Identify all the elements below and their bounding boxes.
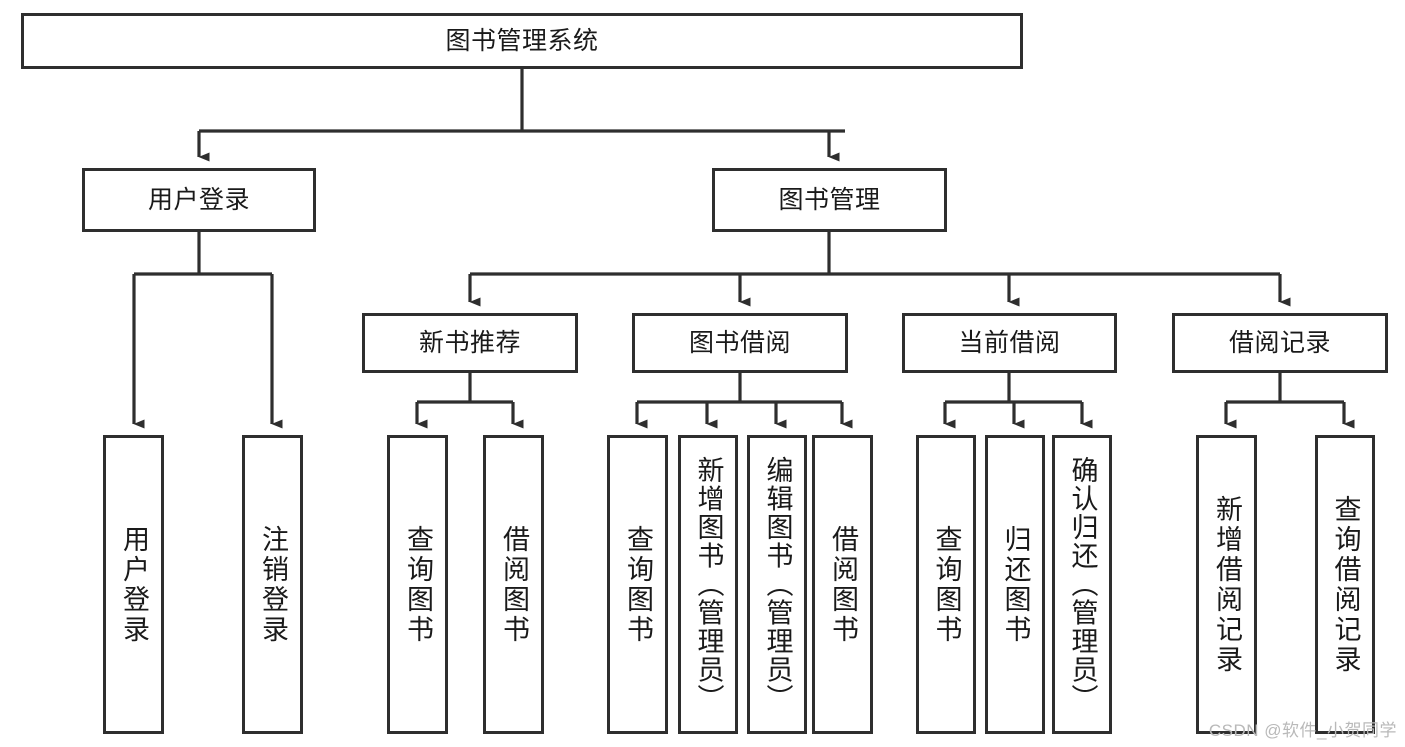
node-label: 查询借阅记录 bbox=[1330, 494, 1361, 675]
node-new-book-recommend[interactable]: 新书推荐 bbox=[362, 313, 578, 373]
node-label: 新书推荐 bbox=[418, 329, 521, 357]
node-label: 当前借阅 bbox=[958, 329, 1061, 357]
leaf-edit-book-admin[interactable]: 编辑图书（管理员） bbox=[747, 435, 807, 734]
leaf-add-borrow-record[interactable]: 新增借阅记录 bbox=[1196, 435, 1257, 734]
leaf-return-book[interactable]: 归还图书 bbox=[985, 435, 1045, 734]
leaf-borrow-book-newbook[interactable]: 借阅图书 bbox=[483, 435, 544, 734]
node-label: 用户登录 bbox=[147, 186, 250, 214]
leaf-query-book-current[interactable]: 查询图书 bbox=[916, 435, 976, 734]
leaf-borrow-book[interactable]: 借阅图书 bbox=[812, 435, 873, 734]
node-user-login[interactable]: 用户登录 bbox=[82, 168, 316, 232]
node-root-book-management-system[interactable]: 图书管理系统 bbox=[21, 13, 1023, 69]
node-label: 新增图书（管理员） bbox=[693, 456, 724, 713]
node-label: 归还图书 bbox=[1000, 524, 1031, 645]
node-label: 借阅图书 bbox=[828, 524, 858, 645]
leaf-confirm-return-admin[interactable]: 确认归还（管理员） bbox=[1052, 435, 1112, 734]
node-label: 查询图书 bbox=[623, 524, 653, 645]
node-borrow-record[interactable]: 借阅记录 bbox=[1172, 313, 1388, 373]
node-label: 注销登录 bbox=[258, 524, 288, 645]
leaf-query-book-newbook[interactable]: 查询图书 bbox=[387, 435, 448, 734]
leaf-logout[interactable]: 注销登录 bbox=[242, 435, 303, 734]
node-label: 新增借阅记录 bbox=[1212, 494, 1242, 675]
node-label: 图书管理 bbox=[778, 186, 881, 214]
node-label: 查询图书 bbox=[403, 524, 433, 645]
leaf-query-borrow-record[interactable]: 查询借阅记录 bbox=[1315, 435, 1375, 734]
leaf-user-login[interactable]: 用户登录 bbox=[103, 435, 164, 734]
leaf-query-book-borrow[interactable]: 查询图书 bbox=[607, 435, 668, 734]
node-label: 图书管理系统 bbox=[445, 27, 599, 55]
node-label: 借阅图书 bbox=[499, 524, 529, 645]
node-label: 图书借阅 bbox=[688, 329, 791, 357]
watermark: CSDN @软件_小贺同学 bbox=[1208, 721, 1397, 740]
node-label: 确认归还（管理员） bbox=[1067, 456, 1098, 713]
node-current-borrow[interactable]: 当前借阅 bbox=[902, 313, 1117, 373]
node-label: 借阅记录 bbox=[1228, 329, 1331, 357]
leaf-add-book-admin[interactable]: 新增图书（管理员） bbox=[678, 435, 738, 734]
node-label: 用户登录 bbox=[119, 524, 149, 645]
node-label: 编辑图书（管理员） bbox=[762, 456, 793, 713]
node-label: 查询图书 bbox=[931, 524, 962, 645]
node-book-borrow[interactable]: 图书借阅 bbox=[632, 313, 848, 373]
node-book-management[interactable]: 图书管理 bbox=[712, 168, 947, 232]
